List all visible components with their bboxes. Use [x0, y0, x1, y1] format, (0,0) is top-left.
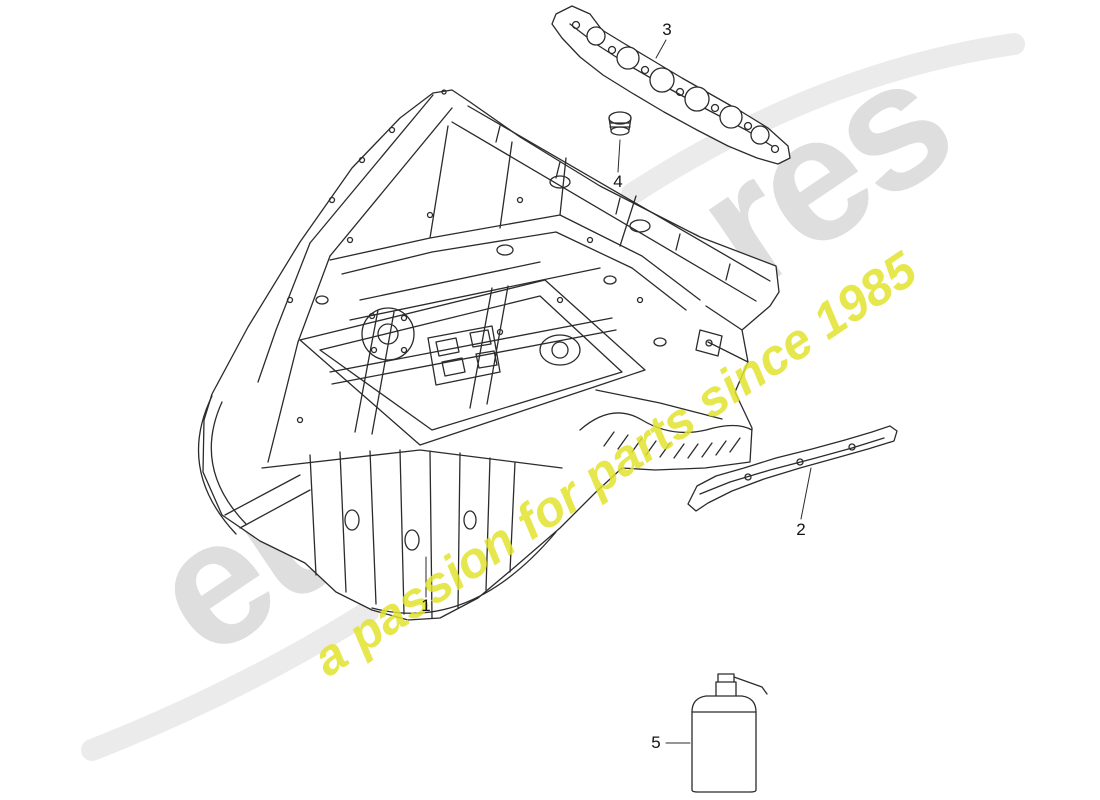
side-panel-drawing	[687, 425, 898, 512]
leader-line-2	[800, 467, 812, 520]
callout-5[interactable]: 5	[651, 733, 661, 752]
plug-drawing	[608, 111, 632, 136]
watermark-swoosh	[81, 33, 1025, 761]
spray-can-drawing	[691, 673, 768, 793]
leader-line-3	[655, 39, 667, 59]
callout-1[interactable]: 1	[421, 596, 431, 615]
callout-3[interactable]: 3	[662, 20, 672, 39]
front-structure-drawing	[197, 89, 780, 621]
leader-line-4	[617, 139, 621, 173]
bulkhead-bracket-drawing	[551, 5, 791, 165]
callout-2[interactable]: 2	[796, 520, 806, 539]
callout-4[interactable]: 4	[613, 172, 623, 191]
